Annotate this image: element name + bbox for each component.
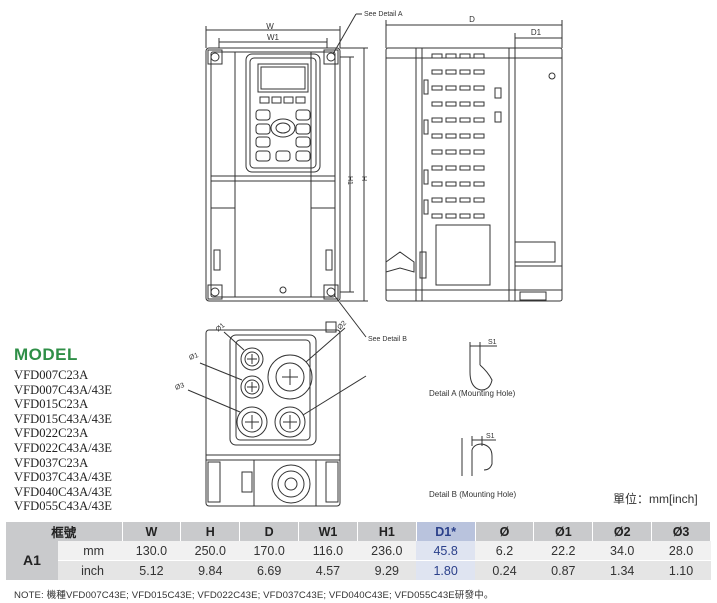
model-list: VFD007C23A VFD007C43A/43E VFD015C23A VFD… [14,368,112,514]
dim-label-h1: H1 [346,176,353,185]
detail-a-label: Detail A (Mounting Hole) [429,389,516,398]
value-cell: 9.84 [180,560,240,580]
unit-note: 單位：mm[inch] [613,492,698,506]
value-cell: 9.29 [357,560,417,580]
model-item: VFD015C43A/43E [14,411,112,426]
phi2-label: Ø2 [336,320,348,332]
value-cell: 22.2 [533,541,593,561]
dim-label-w1: W1 [267,33,280,42]
dim-label-d: D [469,15,475,24]
unit-cell: mm [58,541,123,561]
unit-cell: inch [58,560,123,580]
phi3-label: Ø3 [174,382,185,392]
detail-b-s1-label: S1 [486,433,495,440]
header-frame: 框號 [6,522,123,541]
model-item: VFD022C43A/43E [14,440,112,455]
model-item: VFD022C23A [14,426,89,441]
value-cell: 0.24 [475,560,534,580]
value-cell: 170.0 [239,541,299,561]
detail-a-drawing [469,342,497,391]
detail-a-s1-label: S1 [488,339,497,346]
header-w1: W1 [298,522,358,541]
model-item: VFD037C23A [14,455,89,470]
value-cell: 28.0 [651,541,711,561]
value-cell: 6.69 [239,560,299,580]
header-h: H [180,522,241,541]
header-d1: D1* [416,522,476,541]
dim-label-d1: D1 [531,28,542,37]
header-phi2: Ø2 [592,522,653,541]
header-phi3: Ø3 [651,522,711,541]
value-cell: 116.0 [298,541,358,561]
header-phi1: Ø1 [533,522,594,541]
model-item: VFD037C43A/43E [14,470,112,485]
model-item: VFD007C43A/43E [14,382,112,397]
dimension-table: 框號 W H D W1 H1 D1* Ø Ø1 Ø2 Ø3 A1 mm 130.… [6,522,711,581]
value-cell: 1.80 [416,560,476,580]
dim-label-h: H [360,176,367,181]
header-phi: Ø [475,522,535,541]
bottom-view [187,321,367,507]
table-header-row: 框號 W H D W1 H1 D1* Ø Ø1 Ø2 Ø3 [6,522,711,541]
phi1-left-label: Ø1 [188,352,199,362]
value-cell: 1.10 [651,560,711,580]
frame-cell: A1 [6,541,58,581]
see-detail-a-callout: See Detail A [364,11,403,18]
header-h1: H1 [357,522,417,541]
table-row: inch 5.12 9.84 6.69 4.57 9.29 1.80 0.24 … [6,560,711,580]
value-cell: 34.0 [592,541,652,561]
detail-b-label: Detail B (Mounting Hole) [429,490,516,499]
value-cell: 236.0 [357,541,417,561]
model-item: VFD040C43A/43E [14,484,112,499]
footnote: NOTE: 機種VFD007C43E; VFD015C43E; VFD022C4… [14,590,494,601]
detail-b-drawing [461,436,496,476]
model-item: VFD015C23A [14,397,89,412]
header-w: W [122,522,182,541]
side-view [385,20,563,302]
value-cell: 0.87 [533,560,593,580]
value-cell: 45.8 [416,541,476,561]
value-cell: 5.12 [122,560,181,580]
front-view [205,13,368,338]
dim-label-w: W [266,22,274,31]
value-cell: 4.57 [298,560,358,580]
value-cell: 250.0 [180,541,240,561]
see-detail-b-callout: See Detail B [368,336,407,343]
value-cell: 6.2 [475,541,534,561]
value-cell: 1.34 [592,560,652,580]
model-heading: MODEL [14,345,78,364]
dimension-drawing: W W1 H1 H D D1 See Detail A See Detail B… [174,11,563,507]
model-item: VFD007C23A [14,368,89,382]
phi1-top-label: Ø1 [215,322,227,333]
header-d: D [239,522,300,541]
model-item: VFD055C43A/43E [14,499,112,514]
value-cell: 130.0 [122,541,181,561]
table-row: A1 mm 130.0 250.0 170.0 116.0 236.0 45.8… [6,541,711,581]
